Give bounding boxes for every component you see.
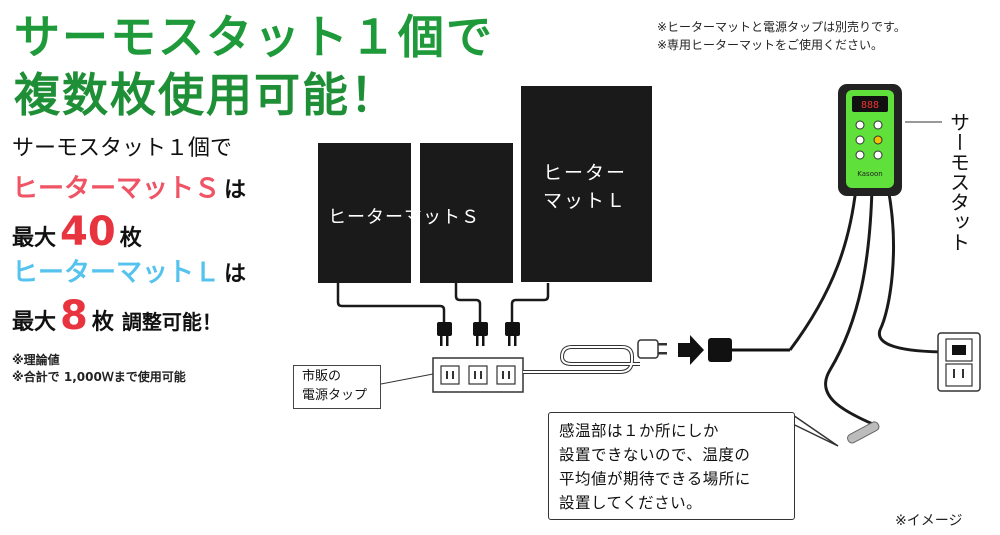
arrow-icon: [678, 335, 704, 365]
thermostat-device: 888 Kasoon: [838, 84, 902, 196]
thermostat-label-text: サーモスタット: [946, 112, 971, 252]
callout-line-1: 感温部は１か所にしか: [559, 422, 720, 440]
mat-cords: [336, 283, 550, 324]
note-dedicated-mat: ※専用ヒーターマットをご使用ください。: [657, 38, 884, 52]
callout-line-4: 設置してください。: [559, 494, 703, 513]
mai-unit: 枚: [91, 310, 114, 335]
sensor-probe: [847, 421, 880, 444]
mat-plugs: [437, 322, 520, 346]
thermostat-brand: Kasoon: [857, 170, 882, 178]
note-sold-separately: ※ヒーターマットと電源タップは別売りです。: [657, 20, 906, 34]
callout-line-3: 平均値が期待できる場所に: [559, 470, 751, 489]
mat-s-label: ヒーターマットＳ: [328, 207, 480, 228]
thermostat-label: サーモスタット: [946, 112, 971, 258]
mat-l-label-line-2: マットＬ: [542, 189, 627, 212]
image-note: ※イメージ: [895, 513, 963, 529]
mat-l-name: ヒーターマットＬ: [12, 258, 221, 288]
strip-plug: [637, 339, 667, 359]
thermostat-cords: [788, 187, 951, 427]
mat-l-label-line-1: ヒーター: [542, 162, 627, 184]
heater-mat-s-1: [318, 143, 411, 283]
strip-cord-inner: [523, 346, 640, 373]
s-count: 40: [60, 209, 116, 255]
adjust-text: 調整可能！: [121, 310, 222, 334]
strip-label-leader: [380, 373, 434, 385]
svg-text:888: 888: [861, 100, 879, 111]
side-text-line-1: サーモスタット１個で: [12, 136, 233, 161]
note-wattage: ※合計で 1,000Ｗまで使用可能: [12, 370, 186, 384]
particle-ha: は: [224, 178, 247, 203]
heater-mat-s-2: [420, 143, 513, 283]
mat-l-label: ヒーター マットＬ: [530, 160, 640, 215]
power-strip: [432, 357, 524, 393]
max-prefix: 最大: [12, 226, 57, 251]
max-prefix: 最大: [12, 310, 57, 335]
mat-s-name: ヒーターマットＳ: [12, 174, 221, 204]
particle-ha: は: [224, 262, 247, 287]
strip-cord-outer: [523, 345, 640, 374]
headline-line-2: 複数枚使用可能！: [14, 68, 398, 122]
power-strip-label-line-2: 電源タップ: [302, 387, 368, 403]
wall-outlet: [937, 332, 981, 392]
heater-mat-l: [521, 86, 652, 282]
power-strip-label: 市販の 電源タップ: [293, 365, 381, 409]
thermostat-socket: [708, 338, 790, 362]
headline-line-1: サーモスタット１個で: [14, 10, 494, 64]
power-strip-label-line-1: 市販の: [302, 369, 342, 384]
mai-unit: 枚: [119, 226, 142, 251]
note-theory: ※理論値: [12, 353, 60, 367]
l-count: 8: [60, 293, 88, 339]
sensor-callout: 感温部は１か所にしか 設置できないので、温度の 平均値が期待できる場所に 設置し…: [548, 412, 795, 520]
callout-line-2: 設置できないので、温度の: [559, 446, 751, 465]
